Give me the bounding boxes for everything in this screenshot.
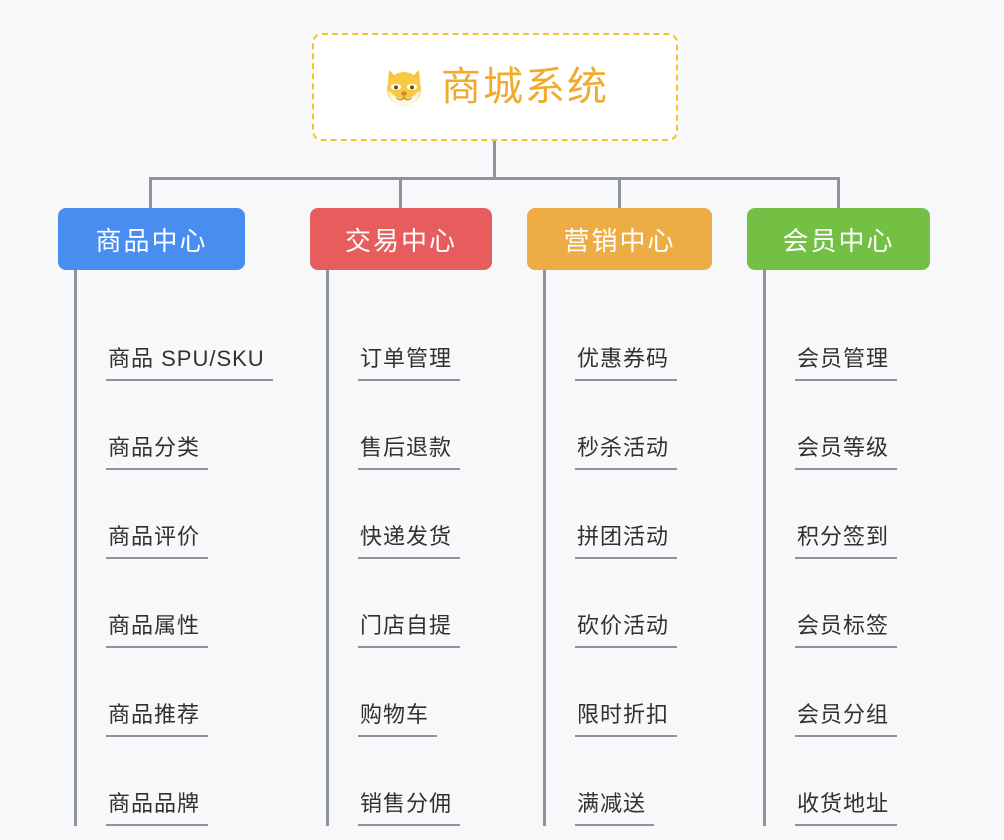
leaf-label: 售后退款 — [358, 430, 461, 470]
branch-header-label-2: 交易中心 — [344, 225, 457, 256]
leaf-label: 商品评价 — [106, 519, 209, 559]
branch-header-label-4: 会员中心 — [782, 225, 895, 256]
leaf-item[interactable]: 快递发货 — [326, 470, 492, 559]
branch-header-1[interactable]: 商品中心 — [58, 208, 245, 270]
leaf-item[interactable]: 会员管理 — [763, 292, 930, 381]
branch-header-4[interactable]: 会员中心 — [747, 208, 930, 270]
leaf-label: 会员等级 — [795, 430, 898, 470]
leaf-label: 积分签到 — [795, 519, 898, 559]
branch-items-3: 优惠券码 秒杀活动 拼团活动 砍价活动 限时折扣 满减送 — [543, 270, 712, 826]
branch-column-3: 营销中心 优惠券码 秒杀活动 拼团活动 砍价活动 限时折扣 满减送 — [527, 208, 712, 826]
shiba-dog-emoji — [381, 64, 427, 110]
leaf-label: 会员分组 — [795, 697, 898, 737]
leaf-label: 满减送 — [575, 786, 655, 826]
leaf-item[interactable]: 商品 SPU/SKU — [74, 292, 273, 381]
leaf-label: 订单管理 — [358, 341, 461, 381]
leaf-item[interactable]: 秒杀活动 — [543, 381, 712, 470]
leaf-label: 优惠券码 — [575, 341, 678, 381]
leaf-item[interactable]: 商品推荐 — [74, 648, 273, 737]
leaf-item[interactable]: 销售分佣 — [326, 737, 492, 826]
branch-spine-3 — [543, 270, 546, 826]
leaf-item[interactable]: 商品属性 — [74, 559, 273, 648]
leaf-label: 限时折扣 — [575, 697, 678, 737]
root-title: 商城系统 — [441, 65, 609, 109]
leaf-item[interactable]: 拼团活动 — [543, 470, 712, 559]
branch-header-3[interactable]: 营销中心 — [527, 208, 712, 270]
branch-spine-4 — [763, 270, 766, 826]
branch-items-1: 商品 SPU/SKU 商品分类 商品评价 商品属性 商品推荐 商品品牌 — [74, 270, 273, 826]
connector-drop-2 — [399, 177, 402, 208]
leaf-label: 商品分类 — [106, 430, 209, 470]
leaf-item[interactable]: 商品分类 — [74, 381, 273, 470]
connector-horizontal-bar — [149, 177, 840, 180]
leaf-label: 秒杀活动 — [575, 430, 678, 470]
leaf-label: 快递发货 — [358, 519, 461, 559]
leaf-label: 商品 SPU/SKU — [106, 341, 273, 381]
branch-column-2: 交易中心 订单管理 售后退款 快递发货 门店自提 购物车 销售分佣 — [310, 208, 492, 826]
leaf-label: 会员管理 — [795, 341, 898, 381]
branch-items-2: 订单管理 售后退款 快递发货 门店自提 购物车 销售分佣 — [326, 270, 492, 826]
leaf-item[interactable]: 会员标签 — [763, 559, 930, 648]
branch-header-label-1: 商品中心 — [95, 225, 208, 256]
leaf-label: 商品品牌 — [106, 786, 209, 826]
leaf-item[interactable]: 限时折扣 — [543, 648, 712, 737]
leaf-label: 会员标签 — [795, 608, 898, 648]
leaf-item[interactable]: 砍价活动 — [543, 559, 712, 648]
branch-spine-2 — [326, 270, 329, 826]
leaf-label: 销售分佣 — [358, 786, 461, 826]
leaf-item[interactable]: 积分签到 — [763, 470, 930, 559]
leaf-item[interactable]: 会员分组 — [763, 648, 930, 737]
leaf-item[interactable]: 售后退款 — [326, 381, 492, 470]
leaf-item[interactable]: 会员等级 — [763, 381, 930, 470]
leaf-item[interactable]: 商品品牌 — [74, 737, 273, 826]
leaf-item[interactable]: 订单管理 — [326, 292, 492, 381]
connector-root-stub — [493, 141, 496, 179]
leaf-label: 砍价活动 — [575, 608, 678, 648]
leaf-item[interactable]: 收货地址 — [763, 737, 930, 826]
leaf-label: 拼团活动 — [575, 519, 678, 559]
root-node[interactable]: 商城系统 — [312, 33, 678, 141]
leaf-label: 收货地址 — [795, 786, 898, 826]
branch-header-label-3: 营销中心 — [563, 225, 676, 256]
leaf-item[interactable]: 购物车 — [326, 648, 492, 737]
leaf-label: 购物车 — [358, 697, 438, 737]
branch-items-4: 会员管理 会员等级 积分签到 会员标签 会员分组 收货地址 — [763, 270, 930, 826]
connector-drop-4 — [837, 177, 840, 208]
leaf-item[interactable]: 商品评价 — [74, 470, 273, 559]
leaf-item[interactable]: 优惠券码 — [543, 292, 712, 381]
leaf-item[interactable]: 满减送 — [543, 737, 712, 826]
branch-header-2[interactable]: 交易中心 — [310, 208, 492, 270]
connector-drop-3 — [618, 177, 621, 208]
leaf-label: 商品属性 — [106, 608, 209, 648]
leaf-item[interactable]: 门店自提 — [326, 559, 492, 648]
branch-column-4: 会员中心 会员管理 会员等级 积分签到 会员标签 会员分组 收货地址 — [747, 208, 930, 826]
connector-drop-1 — [149, 177, 152, 208]
branch-spine-1 — [74, 270, 77, 826]
branch-column-1: 商品中心 商品 SPU/SKU 商品分类 商品评价 商品属性 商品推荐 商品品牌 — [58, 208, 273, 826]
leaf-label: 商品推荐 — [106, 697, 209, 737]
leaf-label: 门店自提 — [358, 608, 461, 648]
